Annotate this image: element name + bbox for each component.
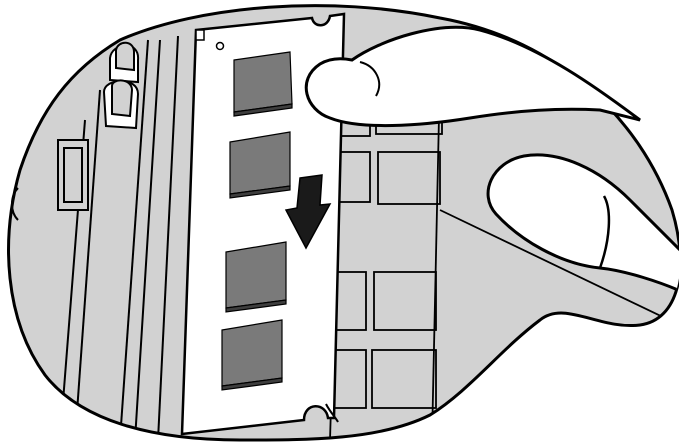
slot-frame (58, 140, 88, 210)
